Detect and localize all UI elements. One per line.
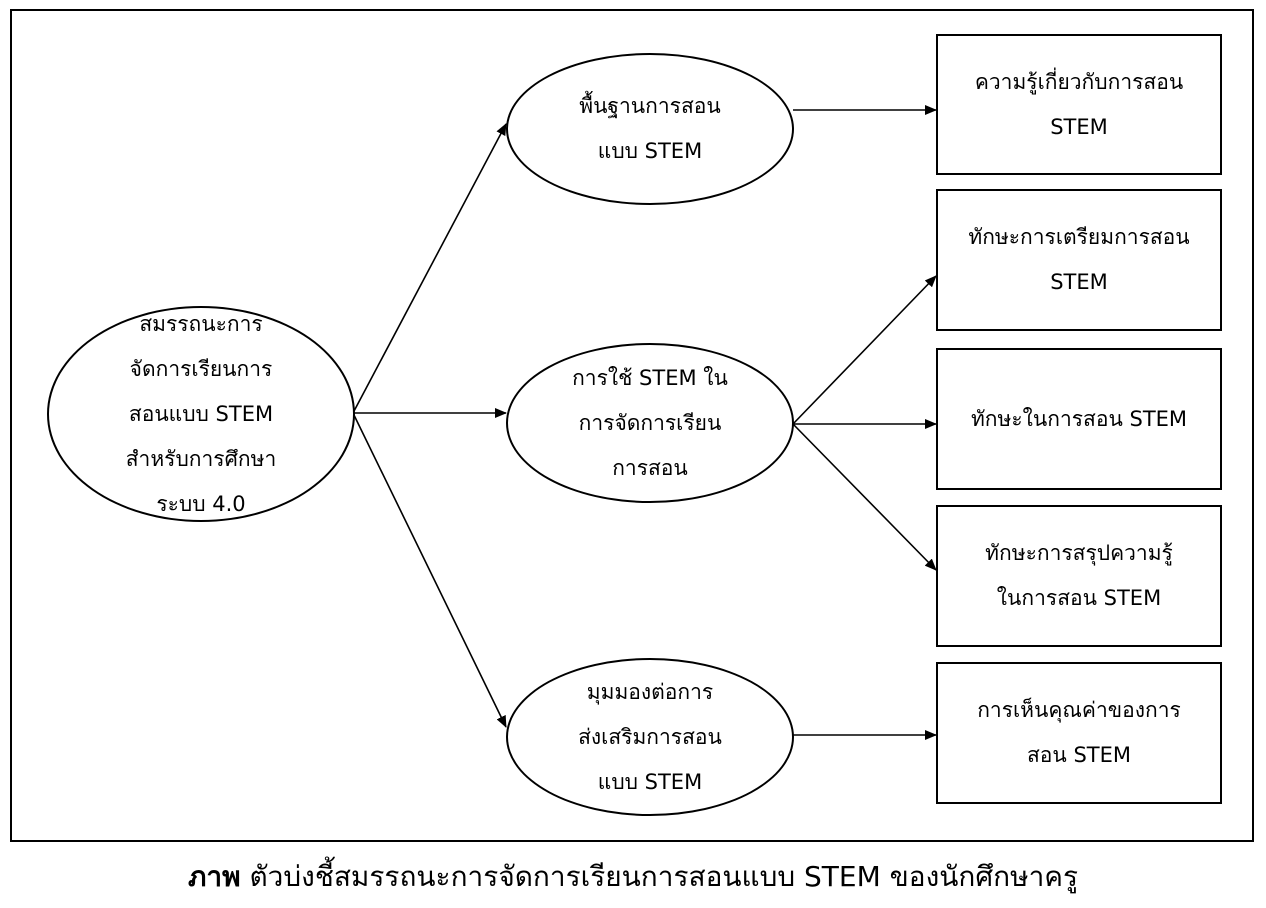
- foundation-line-2: แบบ STEM: [597, 139, 703, 163]
- perspective-line-3: แบบ STEM: [597, 769, 703, 794]
- root-node-label: สมรรถนะการ จัดการเรียนการ สอนแบบ STEM สำ…: [126, 302, 277, 527]
- arrow-application-to-summary: [792, 423, 937, 571]
- arrow-root-to-perspective: [352, 412, 507, 728]
- outcome-box-value-label: การเห็นคุณค่าของการ สอน STEM: [977, 688, 1181, 778]
- outcome-box-preparation-label: ทักษะการเตรียมการสอน STEM: [968, 215, 1189, 305]
- middle-node-foundation: พื้นฐานการสอน แบบ STEM: [506, 53, 794, 205]
- root-line-4: สำหรับการศึกษา: [125, 446, 277, 471]
- preparation-line-2: STEM: [1050, 270, 1108, 294]
- outcome-box-knowledge: ความรู้เกี่ยวกับการสอน STEM: [936, 34, 1222, 175]
- caption-text: ตัวบ่งชี้สมรรถนะการจัดการเรียนการสอนแบบ …: [249, 860, 1079, 893]
- root-line-3: สอนแบบ STEM: [128, 401, 274, 426]
- outcome-box-teaching-label: ทักษะในการสอน STEM: [971, 397, 1187, 442]
- outcome-box-teaching: ทักษะในการสอน STEM: [936, 348, 1222, 490]
- figure-caption: ภาพ ตัวบ่งชี้สมรรถนะการจัดการเรียนการสอน…: [0, 852, 1266, 902]
- root-line-5: ระบบ 4.0: [156, 491, 246, 516]
- summary-line-1: ทักษะการสรุปความรู้: [985, 541, 1173, 565]
- outcome-box-summary-label: ทักษะการสรุปความรู้ ในการสอน STEM: [985, 531, 1173, 621]
- arrow-root-to-foundation: [352, 123, 507, 414]
- perspective-line-2: ส่งเสริมการสอน: [578, 724, 722, 749]
- foundation-line-1: พื้นฐานการสอน: [579, 94, 721, 118]
- knowledge-line-2: STEM: [1050, 114, 1108, 139]
- outcome-box-knowledge-label: ความรู้เกี่ยวกับการสอน STEM: [975, 60, 1183, 150]
- caption-label: ภาพ: [187, 860, 241, 893]
- value-line-2: สอน STEM: [1026, 743, 1131, 767]
- outcome-box-preparation: ทักษะการเตรียมการสอน STEM: [936, 189, 1222, 331]
- perspective-line-1: มุมมองต่อการ: [586, 679, 714, 704]
- middle-node-perspective: มุมมองต่อการ ส่งเสริมการสอน แบบ STEM: [506, 658, 794, 816]
- application-line-1: การใช้ STEM ใน: [572, 365, 728, 390]
- middle-node-perspective-label: มุมมองต่อการ ส่งเสริมการสอน แบบ STEM: [578, 670, 722, 805]
- teaching-line-1: ทักษะในการสอน STEM: [970, 406, 1188, 431]
- middle-node-application: การใช้ STEM ใน การจัดการเรียน การสอน: [506, 343, 794, 503]
- root-line-1: สมรรถนะการ: [139, 311, 263, 336]
- application-line-2: การจัดการเรียน: [578, 410, 722, 435]
- preparation-line-1: ทักษะการเตรียมการสอน: [968, 225, 1190, 249]
- outcome-box-summary: ทักษะการสรุปความรู้ ในการสอน STEM: [936, 505, 1222, 647]
- application-line-3: การสอน: [612, 455, 688, 480]
- root-node-ellipse: สมรรถนะการ จัดการเรียนการ สอนแบบ STEM สำ…: [47, 306, 355, 522]
- outcome-box-value: การเห็นคุณค่าของการ สอน STEM: [936, 662, 1222, 804]
- summary-line-2: ในการสอน STEM: [996, 586, 1162, 610]
- diagram-frame: [10, 9, 1254, 842]
- middle-node-foundation-label: พื้นฐานการสอน แบบ STEM: [579, 84, 721, 174]
- arrow-application-to-preparation: [792, 275, 937, 425]
- middle-node-application-label: การใช้ STEM ใน การจัดการเรียน การสอน: [572, 356, 728, 491]
- root-line-2: จัดการเรียนการ: [129, 356, 273, 381]
- knowledge-line-1: ความรู้เกี่ยวกับการสอน: [974, 69, 1184, 94]
- value-line-1: การเห็นคุณค่าของการ: [977, 698, 1181, 722]
